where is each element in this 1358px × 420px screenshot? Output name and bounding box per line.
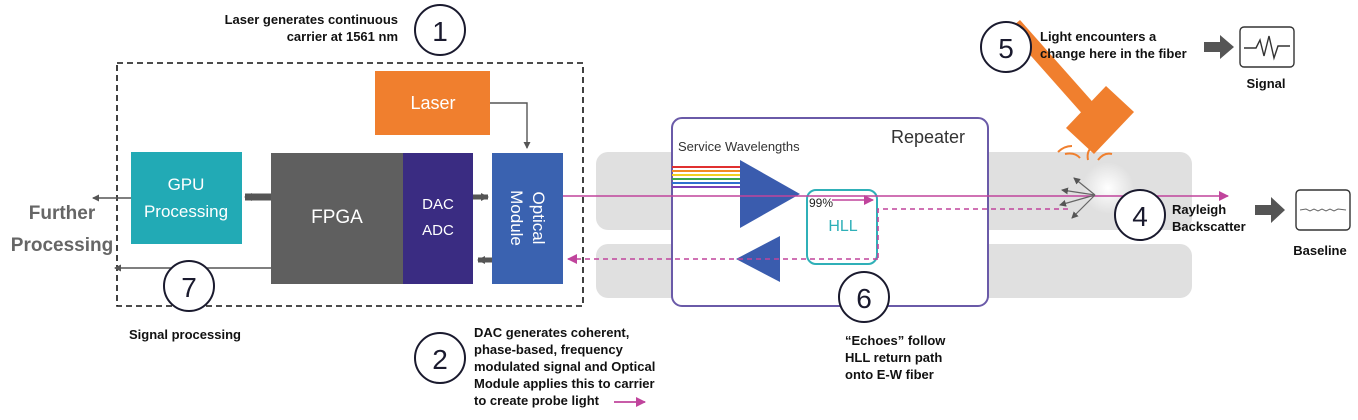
step-6-line2: HLL return path bbox=[845, 350, 942, 365]
step-5: 5 Light encounters a change here in the … bbox=[980, 21, 1187, 73]
repeater-box: Repeater Service Wavelengths HLL 99% bbox=[671, 117, 989, 307]
adc-label: ADC bbox=[422, 222, 454, 239]
step-4-line2: Backscatter bbox=[1172, 219, 1246, 234]
step-2-line4: Module applies this to carrier bbox=[474, 376, 655, 391]
step-6: 6 “Echoes” follow HLL return path onto E… bbox=[838, 271, 946, 382]
gpu-label-line1: GPU bbox=[168, 175, 205, 194]
repeater-label: Repeater bbox=[891, 127, 965, 147]
step-4: 4 Rayleigh Backscatter bbox=[1114, 189, 1246, 241]
gpu-block: GPU Processing bbox=[131, 152, 242, 244]
optical-label-line2: Module bbox=[507, 190, 526, 246]
step-4-number: 4 bbox=[1132, 201, 1148, 232]
step-2: 2 DAC generates coherent, phase-based, f… bbox=[414, 325, 655, 408]
baseline-waveform-icon bbox=[1295, 189, 1351, 231]
dac-label: DAC bbox=[422, 196, 454, 213]
echo-return-path-upper bbox=[877, 208, 1068, 259]
step-7-number: 7 bbox=[181, 272, 197, 303]
step-2-line5: to create probe light bbox=[474, 393, 600, 408]
step-5-line1: Light encounters a bbox=[1040, 29, 1157, 44]
signal-arrow bbox=[1204, 35, 1234, 59]
step-7-label: Signal processing bbox=[129, 327, 241, 342]
step-6-line3: onto E-W fiber bbox=[845, 367, 934, 382]
laser-block: Laser bbox=[375, 71, 490, 135]
dac-adc-block: DAC ADC bbox=[403, 153, 473, 284]
optical-module-block: Optical Module bbox=[492, 153, 563, 284]
step-1-line2: carrier at 1561 nm bbox=[287, 29, 398, 44]
signal-waveform-icon bbox=[1239, 26, 1295, 68]
hll-box bbox=[806, 189, 878, 265]
step-2-number: 2 bbox=[432, 344, 448, 375]
service-wavelength-lines bbox=[672, 166, 742, 188]
further-processing-line1: Further bbox=[29, 203, 96, 224]
step-6-line1: “Echoes” follow bbox=[845, 333, 946, 348]
transponder-boundary bbox=[116, 62, 584, 307]
hll-percent-label: 99% bbox=[809, 196, 833, 210]
further-processing-line2: Processing bbox=[11, 235, 113, 256]
service-wavelengths-label: Service Wavelengths bbox=[678, 139, 800, 154]
step-1-number: 1 bbox=[432, 16, 448, 47]
laser-label: Laser bbox=[410, 93, 455, 113]
step-2-line1: DAC generates coherent, bbox=[474, 325, 629, 340]
step-2-line2: phase-based, frequency bbox=[474, 342, 624, 357]
step-2-line3: modulated signal and Optical bbox=[474, 359, 655, 374]
scatter-arrows-icon bbox=[1059, 177, 1096, 219]
step-4-line1: Rayleigh bbox=[1172, 202, 1226, 217]
baseline-label: Baseline bbox=[1293, 243, 1346, 258]
laser-to-optical-arrow bbox=[490, 102, 531, 149]
gpu-label-line2: Processing bbox=[144, 202, 228, 221]
optical-label-line1: Optical bbox=[529, 192, 548, 245]
signal-label: Signal bbox=[1246, 76, 1285, 91]
fpga-label: FPGA bbox=[311, 207, 363, 228]
step-7: 7 Signal processing bbox=[129, 260, 241, 342]
step-1-line1: Laser generates continuous bbox=[225, 12, 398, 27]
step-1: 1 Laser generates continuous carrier at … bbox=[225, 4, 466, 56]
forward-amplifier bbox=[740, 160, 800, 228]
hll-label: HLL bbox=[828, 218, 857, 235]
step-5-number: 5 bbox=[998, 33, 1014, 64]
baseline-arrow bbox=[1255, 197, 1285, 223]
fpga-block: FPGA bbox=[271, 153, 403, 284]
step-6-number: 6 bbox=[856, 283, 872, 314]
step-5-line2: change here in the fiber bbox=[1040, 46, 1187, 61]
